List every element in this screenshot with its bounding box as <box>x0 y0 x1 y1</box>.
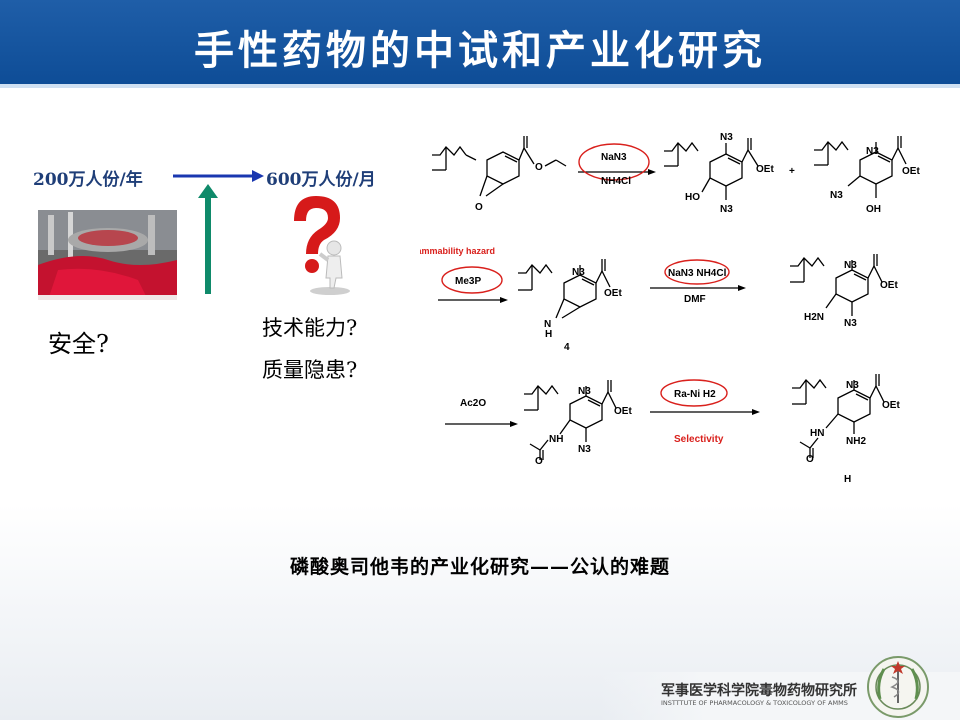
atom-oet-3: OEt <box>604 288 622 299</box>
reagent1-bottom: NH4Cl <box>601 176 631 187</box>
atom-n3-6: N3 <box>844 260 857 271</box>
atom-n3-2: N3 <box>720 204 733 215</box>
reagent4-label: Ac2O <box>460 398 486 409</box>
footer-institute-en: INSTTTUTE OF PHARMACOLOGY & TOXICOLOGY O… <box>661 699 848 707</box>
title-underline <box>0 84 960 88</box>
footer-institute-cn: 军事医学科学院毒物药物研究所 <box>661 683 857 699</box>
title-bar: 手性药物的中试和产业化研究 <box>0 0 960 88</box>
reagent3-bottom: DMF <box>684 294 706 305</box>
atom-n3-1: N3 <box>720 132 733 143</box>
atom-oet-1: OEt <box>756 164 774 175</box>
atom-hn: HN <box>810 428 824 439</box>
slide-title: 手性药物的中试和产业化研究 <box>194 27 766 74</box>
reagent1-top: NaN3 <box>601 152 627 163</box>
reagent3-highlight <box>664 259 730 285</box>
compound-4-label: 4 <box>564 342 570 353</box>
factory-photo <box>38 210 177 300</box>
atom-n3-5: N3 <box>572 267 585 278</box>
quality-question: 质量隐患? <box>262 358 358 382</box>
scale-to-label: 600万人份/月 <box>266 170 376 190</box>
atom-n3-4: N3 <box>830 190 843 201</box>
bottom-caption: 磷酸奥司他韦的产业化研究——公认的难题 <box>289 556 670 578</box>
atom-ho: HO <box>685 192 700 203</box>
blue-arrow-head <box>252 170 264 182</box>
atom-h-aziridine: H <box>545 329 552 340</box>
atom-oet-2: OEt <box>902 166 920 177</box>
atom-n3-8: N3 <box>578 386 591 397</box>
atom-nh: NH <box>549 434 563 445</box>
tech-question: 技术能力? <box>262 316 358 340</box>
scale-arrows <box>173 170 264 294</box>
institute-emblem-icon <box>867 656 929 718</box>
atom-o-acetyl-2: O <box>806 454 814 465</box>
scale-from-label: 200万人份/年 <box>33 170 143 190</box>
flammability-note: flammability hazard <box>420 246 495 256</box>
atom-o-1: O <box>535 162 543 173</box>
reagent5-label: Ra-Ni H2 <box>674 389 716 400</box>
reaction-scheme: O O NaN3 NH4Cl N3 OEt HO N3 + N3 OEt N3 … <box>420 132 920 485</box>
reagent1-highlight <box>578 143 650 181</box>
atom-n3-10: N3 <box>846 380 859 391</box>
safety-question: 安全? <box>48 330 109 358</box>
atom-oet-6: OEt <box>882 400 900 411</box>
atom-n3-3: N3 <box>866 146 879 157</box>
atom-n3-7: N3 <box>844 318 857 329</box>
atom-oet-5: OEt <box>614 406 632 417</box>
reagent5-highlight <box>660 379 728 407</box>
reagent3-top: NaN3 NH4Cl <box>668 268 727 279</box>
atom-o-acetyl-1: O <box>535 456 543 467</box>
final-product-label: H <box>844 474 851 485</box>
green-arrow-head <box>198 184 218 198</box>
plus-sign: + <box>789 166 795 177</box>
reagent2-label: Me3P <box>455 276 481 287</box>
atom-nh2: NH2 <box>846 436 866 447</box>
atom-n3-9: N3 <box>578 444 591 455</box>
question-figure-icon <box>284 196 352 296</box>
atom-oh: OH <box>866 204 881 215</box>
atom-h2n: H2N <box>804 312 824 323</box>
atom-n-aziridine: N <box>544 319 551 330</box>
atom-o-epoxide: O <box>475 202 483 213</box>
reagent2-highlight <box>441 266 503 294</box>
selectivity-note: Selectivity <box>674 434 724 445</box>
atom-oet-4: OEt <box>880 280 898 291</box>
